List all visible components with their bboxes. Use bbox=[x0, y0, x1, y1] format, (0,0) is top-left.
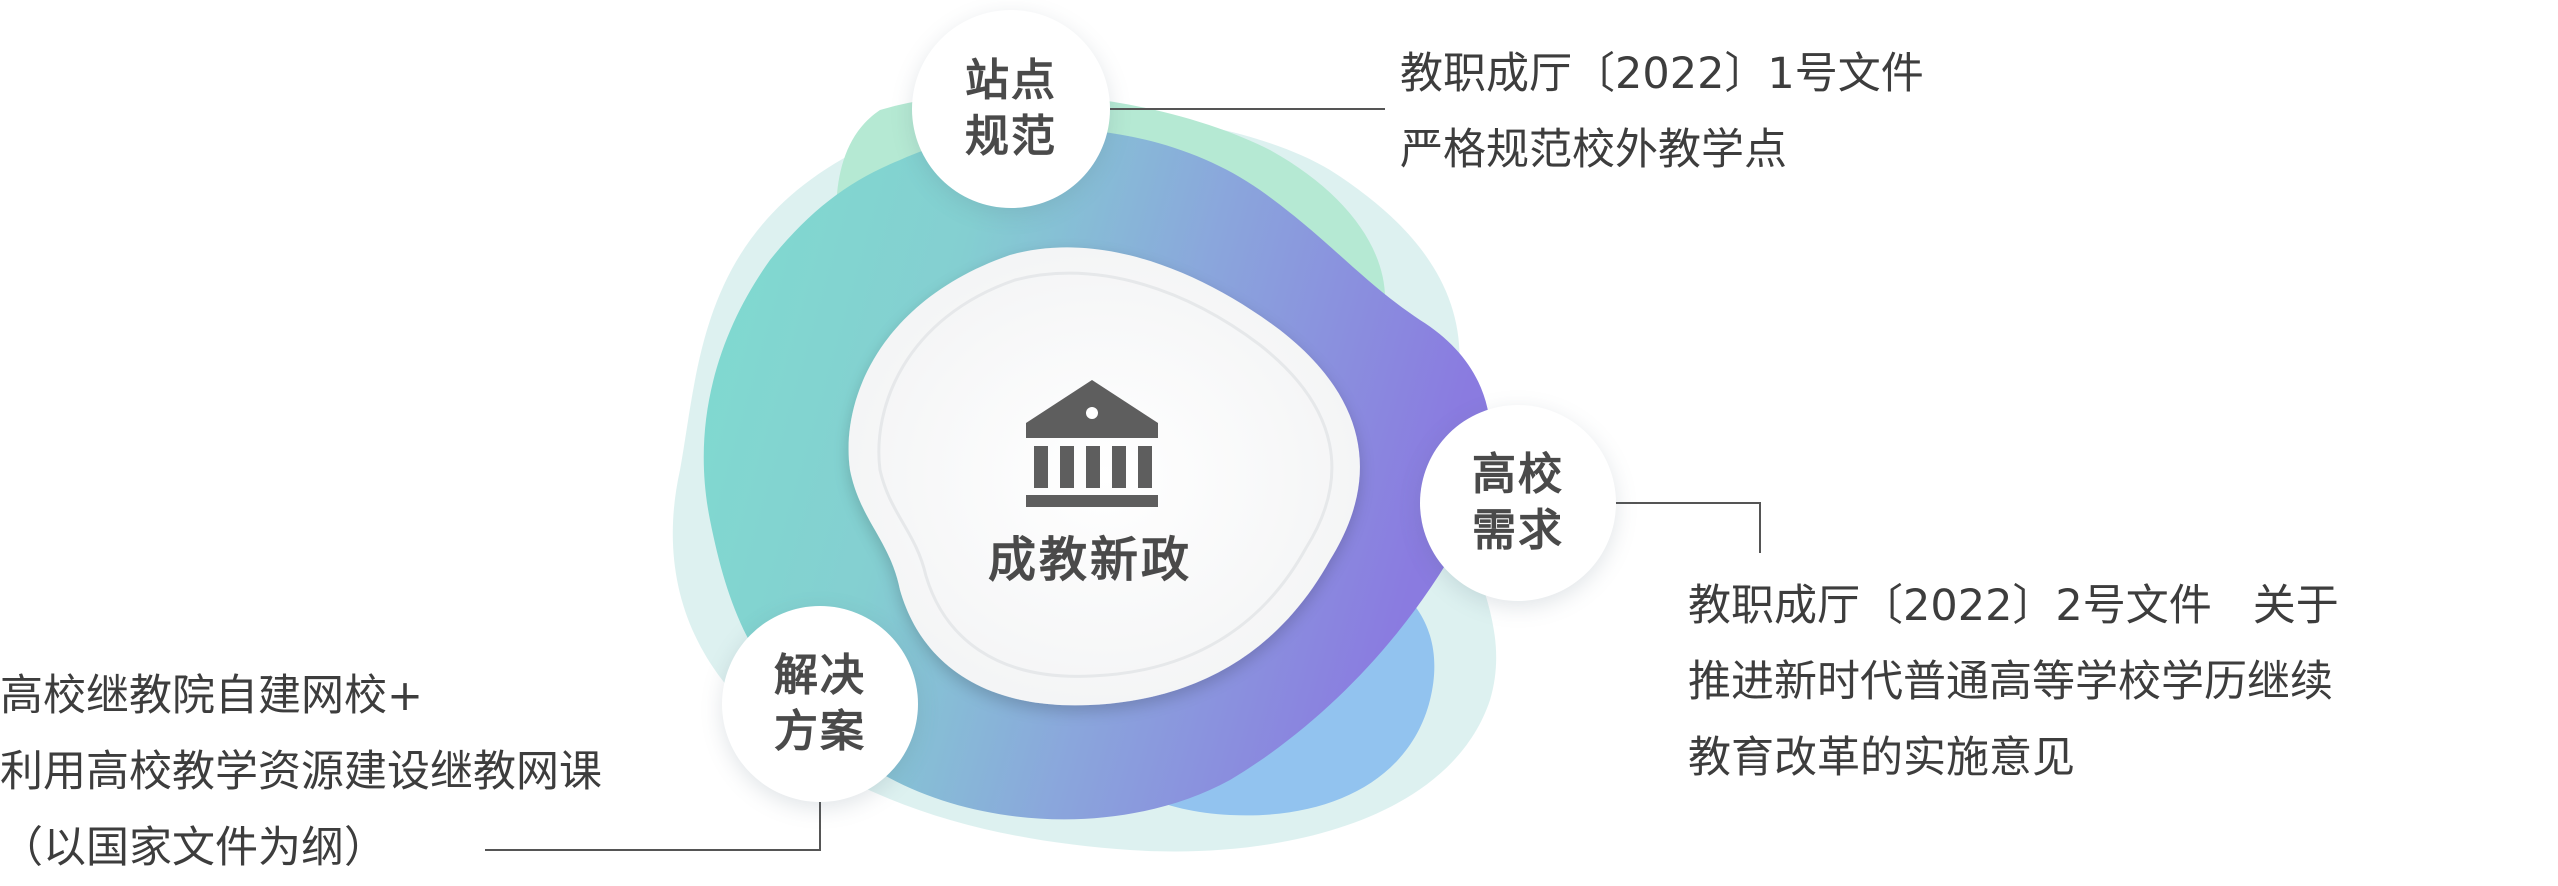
note-top: 教职成厅〔2022〕1号文件 严格规范校外教学点 bbox=[1400, 36, 1924, 188]
node-site-standard-line1: 站点 bbox=[965, 55, 1057, 106]
note-left-line3: （以国家文件为纲） bbox=[0, 823, 387, 873]
node-solution: 解决 方案 bbox=[722, 606, 918, 802]
connector-left bbox=[485, 795, 821, 851]
government-building-icon bbox=[1026, 380, 1158, 507]
note-right-line3: 教育改革的实施意见 bbox=[1688, 733, 2075, 783]
center-title: 成教新政 bbox=[987, 532, 1192, 588]
node-university-demand-line1: 高校 bbox=[1472, 449, 1564, 500]
note-left-line2: 利用高校教学资源建设继教网课 bbox=[0, 747, 602, 797]
node-site-standard-line2: 规范 bbox=[965, 111, 1057, 162]
note-left: 高校继教院自建网校+ 利用高校教学资源建设继教网课 （以国家文件为纲） bbox=[0, 658, 602, 886]
connector-right bbox=[1615, 502, 1761, 553]
node-university-demand: 高校 需求 bbox=[1420, 405, 1616, 601]
note-right: 教职成厅〔2022〕2号文件 关于 推进新时代普通高等学校学历继续 教育改革的实… bbox=[1688, 568, 2339, 796]
inner-outline-shape bbox=[877, 271, 1334, 678]
note-right-line1: 教职成厅〔2022〕2号文件 关于 bbox=[1688, 581, 2339, 631]
node-university-demand-line2: 需求 bbox=[1472, 505, 1564, 556]
inner-white-shape bbox=[848, 247, 1360, 706]
note-top-line1: 教职成厅〔2022〕1号文件 bbox=[1400, 49, 1924, 99]
note-right-line2: 推进新时代普通高等学校学历继续 bbox=[1688, 657, 2333, 707]
note-top-line2: 严格规范校外教学点 bbox=[1400, 125, 1787, 175]
node-solution-line1: 解决 bbox=[774, 650, 866, 701]
note-left-line1: 高校继教院自建网校+ bbox=[0, 671, 424, 721]
node-solution-line2: 方案 bbox=[774, 706, 866, 757]
node-site-standard: 站点 规范 bbox=[912, 10, 1110, 208]
